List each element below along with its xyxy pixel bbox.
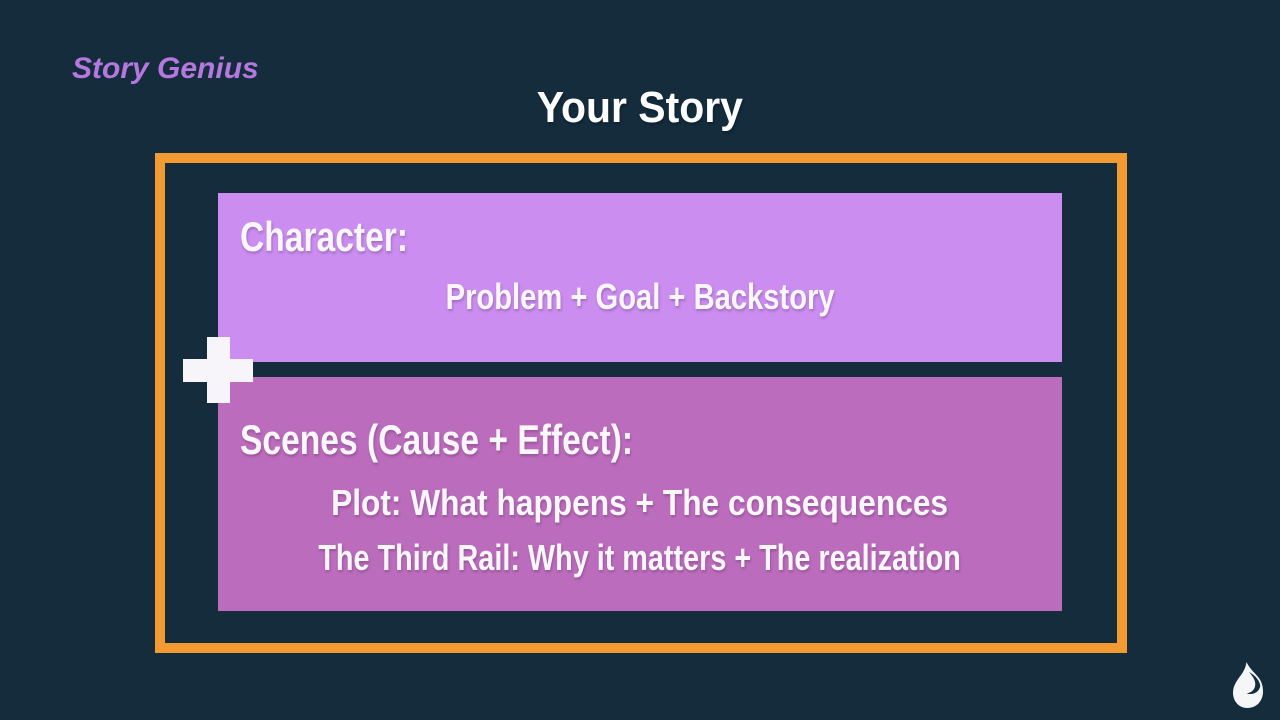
page-title: Your Story: [0, 86, 1280, 130]
scenes-box-plot-line-text: Plot: What happens + The consequences: [331, 482, 949, 523]
character-box-formula: Problem + Goal + Backstory: [218, 279, 1062, 315]
character-box: Character: Problem + Goal + Backstory: [218, 193, 1062, 362]
page-title-text: Your Story: [536, 83, 744, 132]
scenes-box-third-rail-line-text: The Third Rail: Why it matters + The rea…: [318, 537, 962, 578]
character-box-heading-text: Character:: [240, 213, 409, 260]
diagram-frame: [155, 153, 1127, 653]
scenes-box: Scenes (Cause + Effect): Plot: What happ…: [218, 377, 1062, 611]
plus-icon: [183, 337, 253, 403]
scenes-box-heading: Scenes (Cause + Effect):: [240, 419, 731, 461]
scenes-box-heading-text: Scenes (Cause + Effect):: [240, 416, 634, 463]
scenes-box-plot-line: Plot: What happens + The consequences: [218, 485, 1062, 521]
character-box-heading: Character:: [240, 216, 450, 258]
brand-logo-text: Story Genius: [72, 52, 259, 85]
plus-icon-horizontal-bar: [183, 358, 253, 382]
scenes-box-third-rail-line: The Third Rail: Why it matters + The rea…: [218, 540, 1062, 576]
flame-logo-icon: [1233, 662, 1263, 708]
character-box-formula-text: Problem + Goal + Backstory: [445, 276, 835, 317]
